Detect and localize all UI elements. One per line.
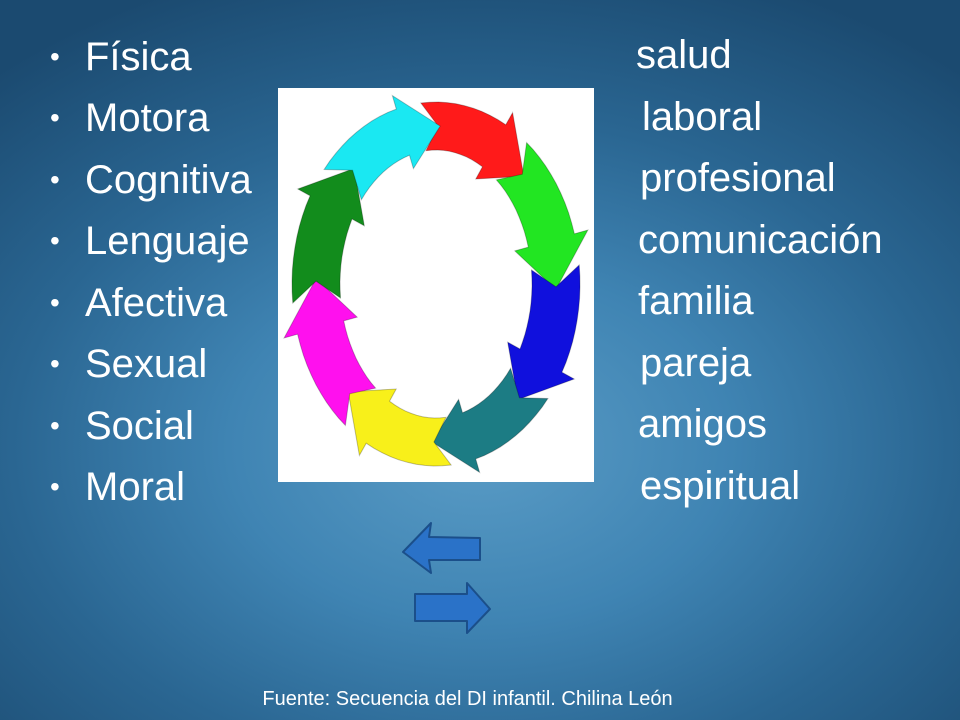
list-item: • Física <box>50 26 252 88</box>
list-item: • Afectiva <box>50 272 252 334</box>
bullet-icon: • <box>50 471 60 503</box>
left-arrow-icon <box>402 522 481 574</box>
cycle-arrow-segment <box>431 367 549 474</box>
bullet-icon: • <box>50 40 60 72</box>
domain-label: comunicación <box>638 217 883 262</box>
bullet-icon: • <box>50 348 60 380</box>
cycle-arrow-segment <box>283 277 377 427</box>
development-areas-list: • Física • Motora • Cognitiva • Lenguaje • Af… <box>50 26 252 518</box>
bullet-icon: • <box>50 225 60 257</box>
cycle-arrow-segment <box>291 167 365 305</box>
cycle-arrow-segment <box>495 141 589 291</box>
area-label: Social <box>85 403 194 448</box>
right-arrow-icon <box>414 582 491 634</box>
area-label: Moral <box>85 465 186 510</box>
cycle-diagram <box>278 88 594 482</box>
domain-label: salud <box>636 33 732 77</box>
area-label: Cognitiva <box>85 157 252 202</box>
cycle-arrow-segment <box>507 263 581 401</box>
cycle-arrow-segment <box>347 388 453 467</box>
list-item: • Motora <box>50 88 252 150</box>
domain-label: espiritual <box>640 463 801 508</box>
domain-label: laboral <box>642 94 763 139</box>
area-label: Lenguaje <box>85 219 250 264</box>
area-label: Sexual <box>85 342 208 387</box>
domain-label: amigos <box>638 402 767 446</box>
domain-label: profesional <box>640 156 836 200</box>
exchange-arrows <box>395 515 505 645</box>
domain-label: pareja <box>640 340 752 385</box>
cycle-arrow-segment <box>419 101 525 180</box>
domain-label: familia <box>638 279 754 323</box>
bullet-icon: • <box>50 409 60 441</box>
area-label: Física <box>85 34 192 79</box>
cycle-arrows-graphic <box>283 94 589 474</box>
list-item: • Social <box>50 395 252 457</box>
area-label: Motora <box>85 96 210 141</box>
bullet-icon: • <box>50 286 60 318</box>
list-item: • Sexual <box>50 334 252 396</box>
source-caption: Fuente: Secuencia del DI infantil. Chili… <box>262 688 673 710</box>
cycle-arrow-segment <box>323 94 441 201</box>
bullet-icon: • <box>50 163 60 195</box>
list-item: • Moral <box>50 457 252 519</box>
bullet-icon: • <box>50 102 60 134</box>
list-item: • Lenguaje <box>50 211 252 273</box>
list-item: • Cognitiva <box>50 149 252 211</box>
area-label: Afectiva <box>85 280 228 325</box>
